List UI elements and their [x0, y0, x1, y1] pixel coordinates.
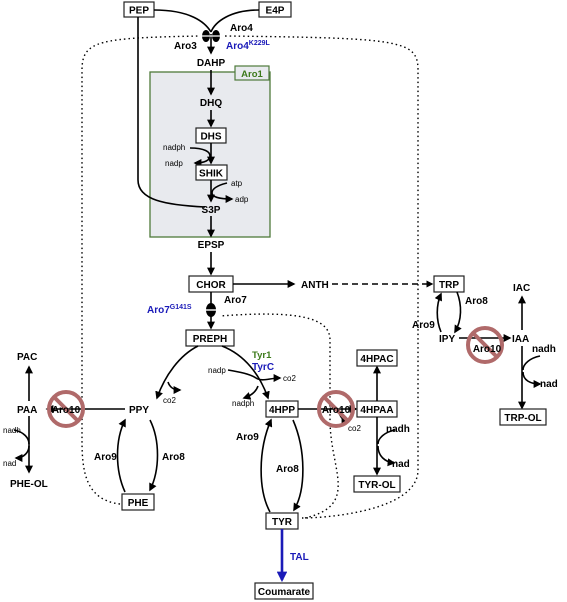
label-aro8-phe: Aro8 [162, 452, 185, 463]
label-aro4: Aro4 [230, 23, 253, 34]
svg-text:Aro10: Aro10 [52, 405, 81, 416]
metabolite-dhq: DHQ [200, 98, 222, 109]
cofactor-nadh-2: nadh [386, 424, 410, 435]
svg-text:PHE: PHE [128, 498, 149, 509]
aro1-label-box [234, 65, 270, 81]
label-aro9-tyr: Aro9 [236, 432, 259, 443]
label-aro9-trp: Aro9 [412, 320, 435, 331]
cofactor-nadp-2: nadp [208, 366, 226, 375]
metabolite-ipy: IPY [439, 334, 455, 345]
metabolite-anth: ANTH [301, 280, 329, 291]
svg-text:PREPH: PREPH [193, 334, 227, 345]
svg-text:PEP: PEP [129, 6, 149, 17]
node-preph: PREPH [185, 329, 235, 347]
node-4hpaa: 4HPAA [356, 400, 398, 418]
cofactor-nadh-1: nadh [3, 426, 21, 435]
arc-pep-to-dahp [153, 9, 212, 33]
feedback-loop-tyr [224, 35, 419, 519]
svg-text:CHOR: CHOR [196, 280, 226, 291]
node-tyr: TYR [265, 512, 299, 530]
metabolite-epsp: EPSP [198, 240, 225, 251]
label-aro4-mutant: Aro4K229L [226, 40, 271, 52]
svg-text:TYR: TYR [272, 517, 293, 528]
cofactor-nad-2: nad [392, 459, 410, 470]
cofactor-adp: adp [235, 195, 249, 204]
feedback-loop-aro7 [219, 313, 339, 519]
label-tyrc: TyrC [252, 362, 274, 373]
node-shik: SHIK [195, 164, 228, 181]
label-aro8-tyr: Aro8 [276, 464, 299, 475]
svg-text:Aro10: Aro10 [473, 344, 502, 355]
metabolite-dahp: DAHP [197, 58, 226, 69]
aro1-enzyme-box [149, 71, 271, 238]
node-pep: PEP [123, 1, 155, 18]
cofactor-atp: atp [231, 179, 243, 188]
metabolite-pac: PAC [17, 352, 37, 363]
label-aro8-trp: Aro8 [465, 296, 488, 307]
metabolite-iaa: IAA [512, 334, 529, 345]
svg-text:SHIK: SHIK [199, 169, 224, 180]
label-tyr1: Tyr1 [252, 350, 272, 361]
svg-text:DHS: DHS [200, 132, 221, 143]
cofactor-co2-2: co2 [283, 374, 296, 383]
metabolite-phe-ol: PHE-OL [10, 479, 48, 490]
cofactor-nad-1: nad [3, 459, 16, 468]
svg-text:4HPAA: 4HPAA [360, 405, 393, 416]
cofactor-co2-1: co2 [163, 396, 176, 405]
metabolite-s3p: S3P [202, 205, 221, 216]
arc-pep-to-s3p [137, 17, 206, 208]
arrow-phe-to-ppy [116, 418, 126, 493]
node-4hpac: 4HPAC [356, 349, 398, 367]
svg-text:TRP-OL: TRP-OL [504, 413, 541, 424]
cofactor-nadph-2: nadph [232, 399, 254, 408]
label-tal: TAL [290, 552, 309, 563]
label-aro7: Aro7 [224, 295, 247, 306]
arrow-tyr-to-4hpp [260, 418, 273, 513]
svg-text:4HPAC: 4HPAC [360, 354, 393, 365]
knockout-aro10-paa: Aro10 [47, 390, 85, 428]
cofactor-nadph-1: nadph [163, 143, 185, 152]
knockout-aro10-ipy: Aro10 [466, 326, 504, 364]
aro1-label: Aro1 [241, 69, 263, 80]
node-trp-ol: TRP-OL [499, 408, 547, 426]
node-phe: PHE [121, 493, 155, 511]
metabolite-paa: PAA [17, 405, 37, 416]
label-aro9-phe: Aro9 [94, 452, 117, 463]
svg-text:TRP: TRP [439, 280, 459, 291]
arrow-preph-to-4hpp [221, 345, 270, 400]
arrow-ipy-to-trp [434, 292, 442, 333]
arc-e4p-to-dahp [210, 9, 260, 33]
arrow-ppy-to-phe [149, 419, 159, 492]
node-trp: TRP [433, 275, 465, 293]
svg-text:TYR-OL: TYR-OL [358, 480, 395, 491]
node-e4p: E4P [258, 1, 292, 18]
cofactor-co2-3: co2 [348, 424, 361, 433]
knockout-aro10-4hpp: Aro10 [317, 390, 355, 428]
svg-text:4HPP: 4HPP [269, 405, 295, 416]
node-dhs: DHS [195, 127, 227, 144]
node-chor: CHOR [188, 275, 234, 293]
arrow-trp-to-ipy [454, 291, 462, 334]
feedback-loop-phe [81, 35, 201, 505]
cofactor-nad-3: nad [540, 379, 558, 390]
metabolite-iac: IAC [513, 283, 530, 294]
arrow-4hpp-to-tyr [292, 419, 304, 512]
node-coumarate: Coumarate [254, 582, 314, 600]
cofactor-nadh-3: nadh [532, 344, 556, 355]
svg-text:Coumarate: Coumarate [258, 587, 311, 598]
svg-text:Aro10: Aro10 [322, 405, 351, 416]
label-aro7-mutant: Aro7G141S [147, 304, 192, 316]
svg-text:E4P: E4P [266, 6, 285, 17]
node-tyr-ol: TYR-OL [353, 475, 401, 493]
node-4hpp: 4HPP [265, 400, 299, 418]
arrow-preph-to-ppy [155, 345, 199, 400]
cofactor-nadp-1: nadp [165, 159, 183, 168]
label-aro3: Aro3 [174, 41, 197, 52]
metabolite-ppy: PPY [129, 405, 149, 416]
